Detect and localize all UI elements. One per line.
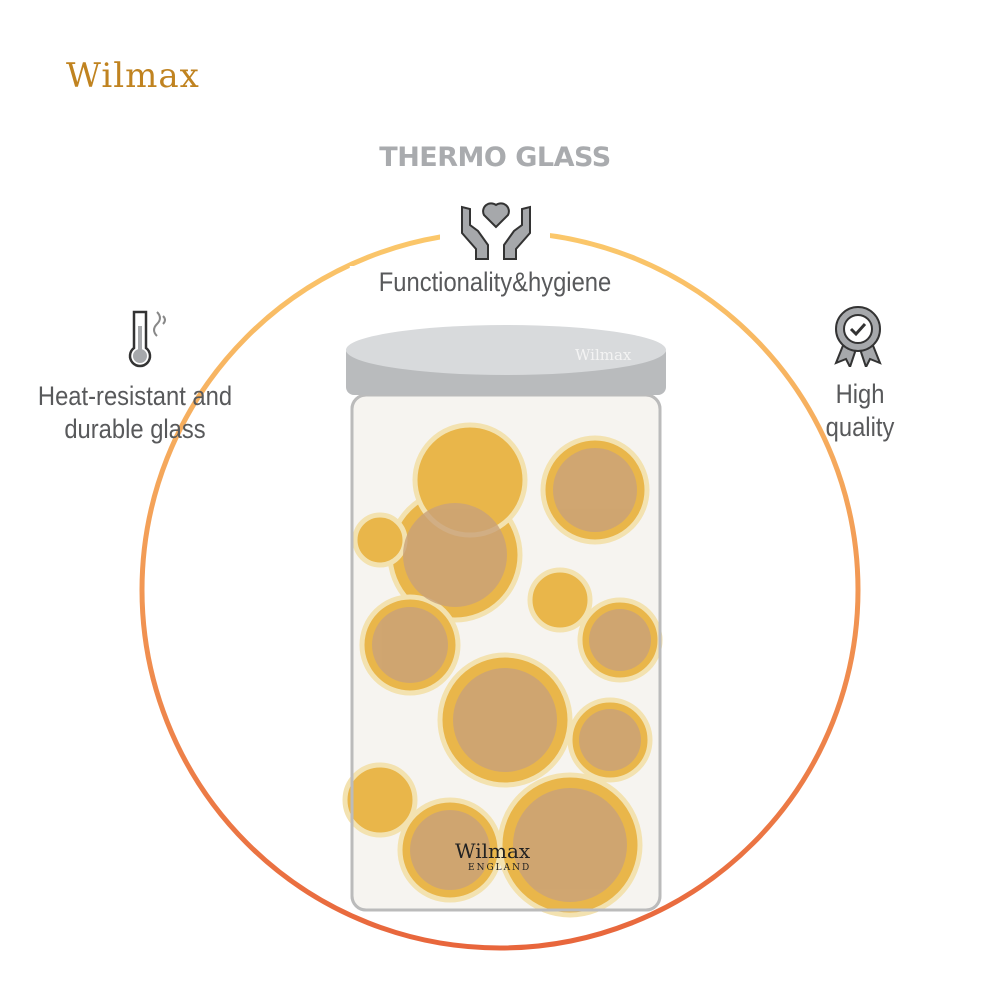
glass-jar: Wilmax Wilmax ENGLAND bbox=[342, 325, 666, 918]
brand-logo: Wilmax bbox=[66, 56, 200, 96]
jar-logo: Wilmax bbox=[455, 839, 531, 863]
feature-heat-resistant: Heat-resistant and durable glass bbox=[25, 380, 245, 446]
jar-logo-sub: ENGLAND bbox=[468, 863, 531, 873]
feature-high-quality: High quality bbox=[790, 378, 931, 444]
quality-badge-icon bbox=[834, 306, 882, 367]
dried-lemon-slices bbox=[342, 422, 663, 918]
feature-heat-line2: durable glass bbox=[64, 414, 206, 444]
feature-functionality: Functionality&hygiene bbox=[349, 266, 641, 299]
thermometer-icon bbox=[128, 310, 166, 368]
headline: THERMO GLASS bbox=[379, 142, 611, 173]
feature-quality-line2: quality bbox=[825, 412, 895, 442]
hands-heart-icon bbox=[461, 202, 531, 260]
feature-quality-line1: High bbox=[835, 379, 885, 409]
feature-heat-line1: Heat-resistant and bbox=[37, 381, 233, 411]
lid-logo: Wilmax bbox=[575, 346, 632, 364]
